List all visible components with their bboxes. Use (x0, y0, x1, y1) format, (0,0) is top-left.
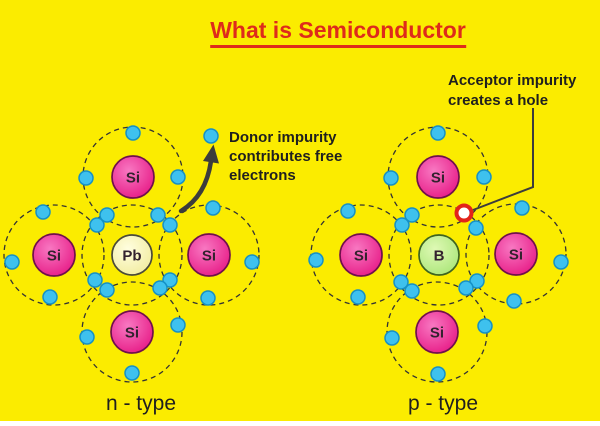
atom-si (32, 233, 76, 277)
atom-si (416, 155, 460, 199)
acceptor-annotation-line1: Acceptor impurity (448, 72, 577, 89)
donor-annotation-line1: Donor impurity (229, 129, 337, 146)
electron-dot (404, 283, 420, 299)
page-title: What is Semiconductor (210, 17, 466, 48)
electron-dot (89, 217, 105, 233)
electron-dot (4, 254, 20, 270)
bottom-white-strip (0, 421, 600, 426)
atom-si (339, 233, 383, 277)
atom-si (415, 310, 459, 354)
electron-dot (340, 203, 356, 219)
free-electron-dot (203, 128, 219, 144)
electron-dot (170, 169, 186, 185)
electron-dot (87, 272, 103, 288)
electron-dot (476, 169, 492, 185)
electron-dot (79, 329, 95, 345)
atom-si (111, 155, 155, 199)
electron-dot (162, 217, 178, 233)
orbit-circle (388, 204, 490, 306)
atom-si (110, 310, 154, 354)
atom-symbol-si: Si (509, 247, 523, 264)
electron-dot (42, 289, 58, 305)
atom-symbol-si: Si (202, 248, 216, 265)
electron-dot (404, 207, 420, 223)
donor-arrowhead-icon (203, 144, 219, 164)
electron-dot (35, 204, 51, 220)
atom-b (418, 234, 460, 276)
electron-dot (430, 366, 446, 382)
electron-dot (506, 293, 522, 309)
electron-dot (170, 317, 186, 333)
donor-arrow (178, 158, 214, 214)
electron-dot (244, 254, 260, 270)
electron-dot (78, 170, 94, 186)
electron-dot (124, 365, 140, 381)
electron-dot (468, 220, 484, 236)
annotation-layer: Donor impurity contributes free electron… (106, 72, 577, 415)
atom-symbol-si: Si (126, 170, 140, 187)
orbit-circle (3, 204, 105, 306)
atom-pb (111, 234, 153, 276)
electron-dot (553, 254, 569, 270)
electron-dot (205, 200, 221, 216)
electron-dot (430, 125, 446, 141)
electron-dot (393, 274, 409, 290)
donor-annotation-line2: contributes free (229, 148, 342, 165)
electron-dot (125, 125, 141, 141)
acceptor-annotation-line2: creates a hole (448, 92, 548, 109)
atom-si (494, 232, 538, 276)
electron-dot (394, 217, 410, 233)
hole-marker (454, 203, 474, 223)
electron-dot (458, 280, 474, 296)
electron-dot (200, 290, 216, 306)
electron-dot (514, 200, 530, 216)
acceptor-connector-line (472, 108, 534, 211)
donor-annotation-line3: electrons (229, 167, 296, 184)
electron-dot (308, 252, 324, 268)
atom-symbol-si: Si (47, 248, 61, 265)
atom-symbol-si: Si (125, 325, 139, 342)
atom-symbol-si: Si (431, 170, 445, 187)
electron-dot (469, 273, 485, 289)
electron-dot (383, 170, 399, 186)
atom-si (187, 233, 231, 277)
atom-symbol-si: Si (354, 248, 368, 265)
electron-dot (384, 330, 400, 346)
orbit-circle (81, 204, 183, 306)
atom-symbol-pb: Pb (122, 248, 141, 265)
electron-dot (152, 280, 168, 296)
electron-dot (150, 207, 166, 223)
electron-dot (350, 289, 366, 305)
electron-dot (162, 272, 178, 288)
atom-symbol-b: B (434, 248, 445, 265)
atom-symbol-si: Si (430, 325, 444, 342)
n-type-label: n - type (106, 392, 176, 415)
electron-dot (99, 207, 115, 223)
electron-dot (99, 282, 115, 298)
electron-dot (477, 318, 493, 334)
p-type-label: p - type (408, 392, 478, 415)
